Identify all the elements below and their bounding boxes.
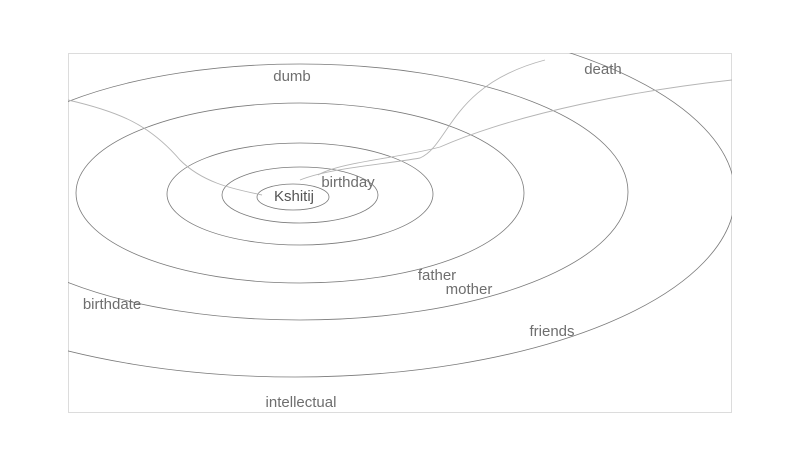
rings-group (68, 53, 732, 378)
ring-2 (166, 142, 434, 246)
word-father: father (418, 267, 456, 284)
ring-4 (68, 63, 629, 321)
word-birthday: birthday (321, 174, 375, 191)
ring-3 (75, 102, 525, 284)
diagram-frame (68, 53, 732, 413)
word-friends: friends (529, 323, 574, 340)
center-word: Kshitij (274, 188, 314, 205)
word-dumb: dumb (273, 68, 311, 85)
ring-1 (221, 166, 379, 224)
connector-death-center (299, 59, 546, 181)
word-intellectual: intellectual (266, 394, 337, 411)
word-birthdate: birthdate (83, 296, 141, 313)
ring-5 (68, 53, 732, 378)
word-death: death (584, 61, 622, 78)
labels-group: Kshitij dumb death birthday father mothe… (83, 61, 622, 411)
ring-center (256, 183, 330, 211)
connector-birthdate-center (68, 99, 263, 196)
word-mother: mother (446, 281, 493, 298)
connector-right-center (317, 79, 732, 176)
